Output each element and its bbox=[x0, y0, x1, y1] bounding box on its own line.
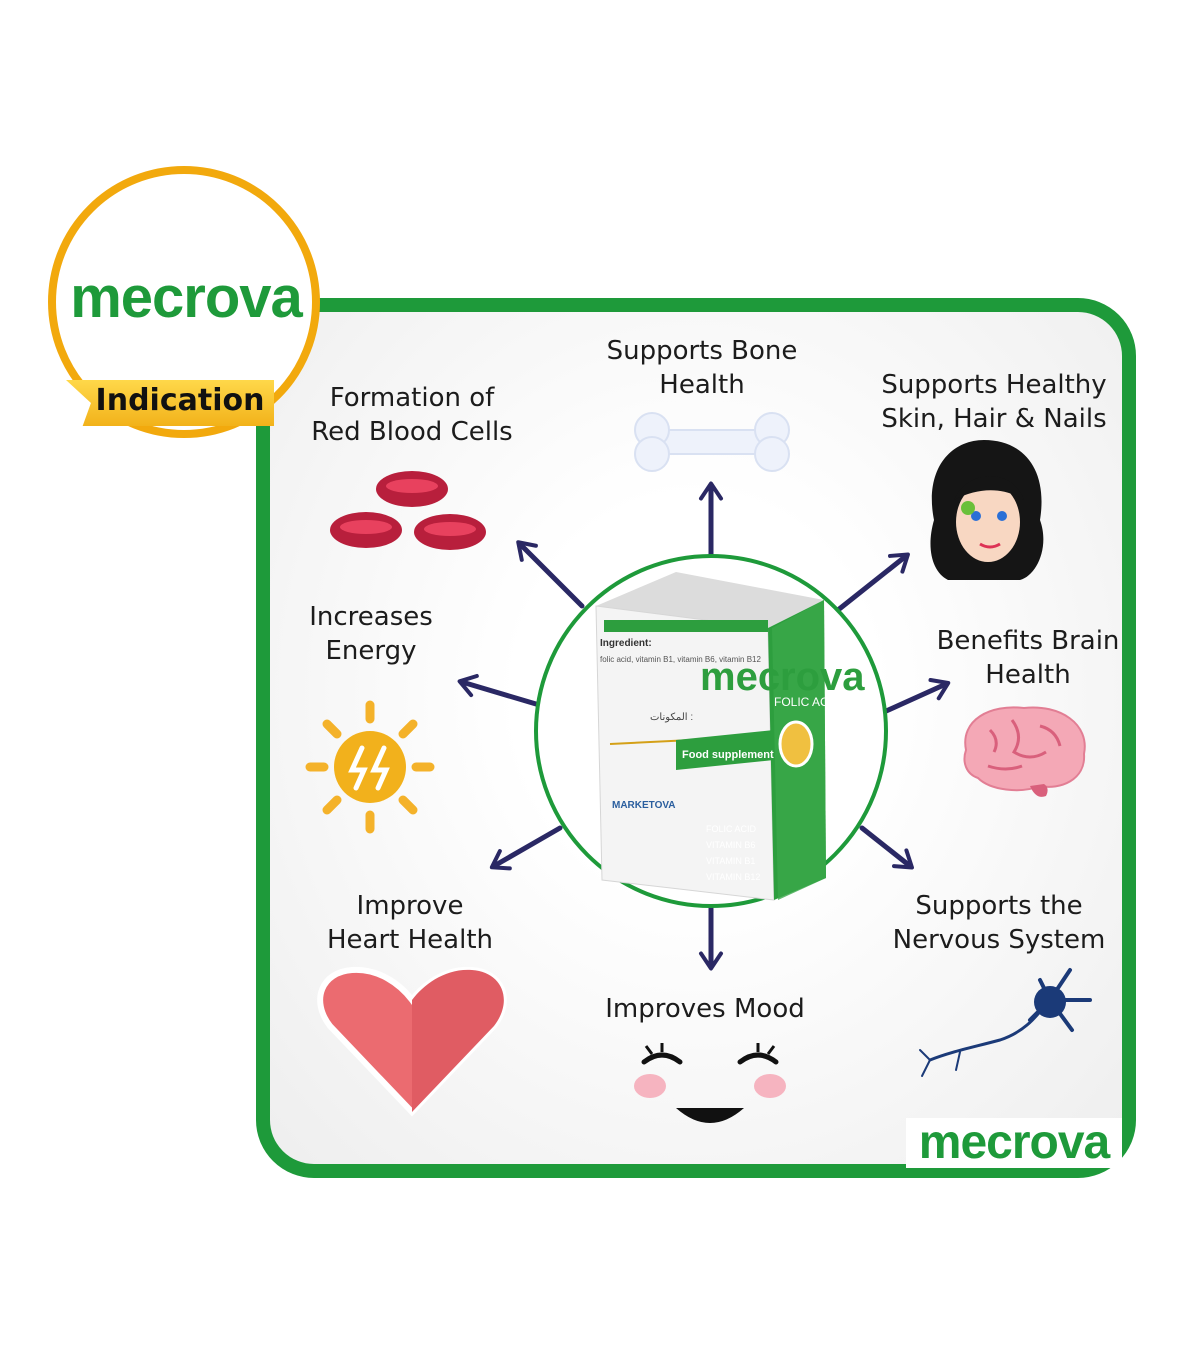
bone-icon bbox=[634, 412, 790, 472]
heart-icon bbox=[317, 966, 507, 1117]
brain-icon bbox=[963, 706, 1086, 797]
benefit-label-nervous: Supports the Nervous System bbox=[892, 891, 1106, 955]
benefit-label-energy: Increases Energy bbox=[309, 602, 433, 666]
box-bullet: VITAMIN B1 bbox=[706, 856, 755, 866]
box-ingredient-heading: Ingredient: bbox=[600, 638, 652, 649]
benefit-label-mood: Improves Mood bbox=[605, 994, 805, 1024]
corner-brand-logo: mecrova bbox=[906, 1118, 1122, 1168]
arrow-up-right bbox=[835, 552, 910, 613]
smiley-face-icon bbox=[634, 1043, 786, 1123]
box-bullet: VITAMIN B6 bbox=[706, 840, 755, 850]
product-box: mecrova FOLIC ACID Food supplement Ingre… bbox=[595, 572, 865, 901]
box-bullet: VITAMIN B12 bbox=[706, 872, 760, 882]
arrow-left bbox=[457, 673, 539, 707]
arrow-right bbox=[881, 678, 951, 715]
sun-energy-icon bbox=[305, 700, 435, 834]
benefit-label-heart: Improve Heart Health bbox=[326, 891, 493, 955]
benefit-label-blood: Formation of Red Blood Cells bbox=[311, 383, 513, 447]
arrow-down-left bbox=[489, 825, 563, 871]
badge-brand-logo: mecrova bbox=[70, 265, 303, 330]
benefit-label-bone: Supports Bone Health bbox=[606, 336, 798, 400]
box-brand: mecrova bbox=[700, 655, 865, 699]
arrow-up-left bbox=[516, 540, 585, 609]
benefit-label-skin: Supports Healthy Skin, Hair & Nails bbox=[881, 370, 1107, 434]
neuron-icon bbox=[919, 968, 1092, 1077]
box-company: MARKETOVA bbox=[612, 800, 676, 811]
benefit-label-brain: Benefits Brain Health bbox=[936, 626, 1120, 690]
box-tag: Food supplement bbox=[682, 749, 774, 761]
box-arabic-heading: المكونات : bbox=[650, 712, 693, 723]
arrows bbox=[457, 481, 951, 971]
box-bullet: FOLIC ACID bbox=[706, 824, 757, 834]
box-ingredient-text: folic acid, vitamin B1, vitamin B6, vita… bbox=[600, 655, 762, 664]
red-blood-cells-icon bbox=[330, 471, 486, 550]
indication-ribbon bbox=[66, 380, 274, 426]
arrow-down-right bbox=[859, 825, 914, 870]
indication-label: Indication bbox=[95, 383, 265, 418]
box-subtitle: FOLIC ACID bbox=[774, 695, 841, 709]
woman-face-icon bbox=[930, 440, 1044, 580]
